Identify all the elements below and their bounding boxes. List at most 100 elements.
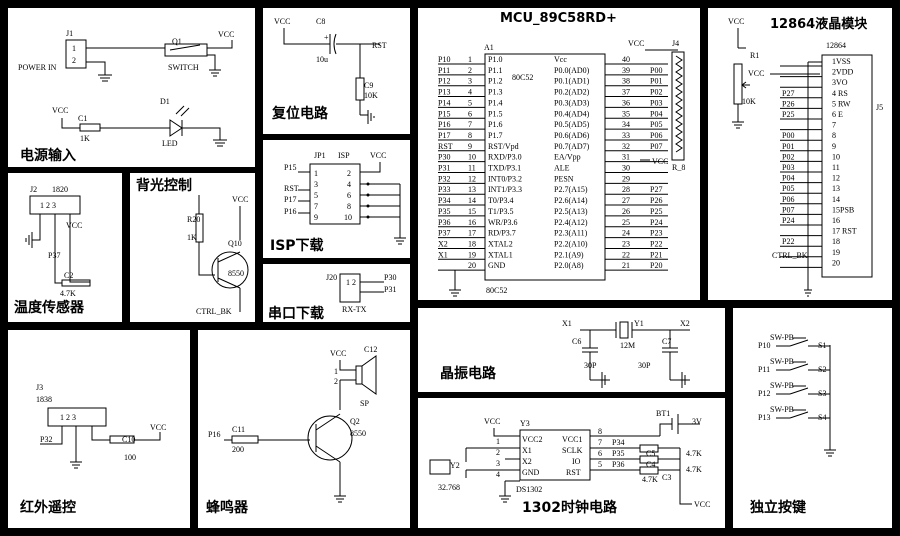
svg-text:J5: J5 <box>876 103 883 112</box>
key-switch-label: SW-PB <box>770 333 794 342</box>
section-title-backlight: 背光控制 <box>136 177 192 194</box>
svg-text:P35: P35 <box>612 449 624 458</box>
mcu-right-num: 22 <box>622 250 630 259</box>
svg-text:P16: P16 <box>284 207 296 216</box>
lcd-net: P04 <box>782 174 794 183</box>
mcu-right-num: 38 <box>622 77 630 86</box>
lcd-pin: 12 <box>832 174 840 183</box>
mcu-left-pin: XTAL1 <box>488 250 513 259</box>
mcu-right-num: 28 <box>622 185 630 194</box>
mcu-right-pin: P2.3(A11) <box>554 229 588 238</box>
svg-text:Y1: Y1 <box>634 319 644 328</box>
lcd-pin: 4 RS <box>832 89 848 98</box>
svg-text:VCC: VCC <box>330 349 346 358</box>
svg-text:6: 6 <box>347 191 351 200</box>
svg-text:100: 100 <box>124 453 136 462</box>
mcu-right-num: 35 <box>622 109 630 118</box>
mcu-left-num: 4 <box>468 88 472 97</box>
mcu-right-num: 34 <box>622 120 630 129</box>
section-title-buzzer: 蜂鸣器 <box>206 499 249 516</box>
svg-text:1K: 1K <box>187 233 197 242</box>
lcd-net: P22 <box>782 237 794 246</box>
mcu-right-pin: P2.5(A13) <box>554 207 588 216</box>
mcu-left-pin: GND <box>488 261 506 270</box>
mcu-left-num: 8 <box>468 131 472 140</box>
mcu-left-num: 12 <box>468 174 476 183</box>
svg-text:SCLK: SCLK <box>562 446 583 455</box>
svg-text:7: 7 <box>598 438 602 447</box>
backlight-control-section: 背光控制 VCC R20 1K Q10 8550 CTRL_BK <box>136 177 249 316</box>
svg-text:2: 2 <box>496 448 500 457</box>
lcd-pin: 7 <box>832 121 836 130</box>
svg-text:VCC: VCC <box>694 500 710 509</box>
mcu-left-num: 1 <box>468 55 472 64</box>
section-title-rtc: 1302时钟电路 <box>522 499 618 516</box>
svg-text:VCC: VCC <box>484 417 500 426</box>
lcd-pin: 9 <box>832 142 836 151</box>
section-title-crystal: 晶振电路 <box>440 365 497 382</box>
svg-text:1: 1 <box>314 169 318 178</box>
svg-text:VCC: VCC <box>370 151 386 160</box>
svg-text:J2: J2 <box>30 185 37 194</box>
mcu-right-num: 24 <box>622 229 630 238</box>
mcu-left-num: 20 <box>468 261 476 270</box>
svg-text:BT1: BT1 <box>656 409 670 418</box>
svg-text:P30: P30 <box>384 273 396 282</box>
mcu-right-net: P06 <box>650 131 662 140</box>
svg-text:IO: IO <box>572 457 581 466</box>
svg-text:RST: RST <box>284 184 299 193</box>
svg-text:4: 4 <box>496 470 500 479</box>
svg-text:JP1: JP1 <box>314 151 326 160</box>
svg-text:4.7K: 4.7K <box>642 475 658 484</box>
mcu-right-num: 29 <box>622 174 630 183</box>
key-switch <box>776 385 830 395</box>
mcu-section: MCU_89C58RD+ A1 80C52 80C52 VCC J4 R_8 V… <box>438 11 685 297</box>
lcd-pin: 1VSS <box>832 57 851 66</box>
section-title-ir: 红外遥控 <box>20 499 76 516</box>
lcd-pin: 11 <box>832 163 840 172</box>
lcd-pin: 19 <box>832 248 840 257</box>
mcu-left-num: 9 <box>468 142 472 151</box>
mcu-left-net: P11 <box>438 66 450 75</box>
lcd-pin: 16 <box>832 216 840 225</box>
svg-text:1 2: 1 2 <box>346 278 356 287</box>
key-net: P12 <box>758 389 770 398</box>
lcd-pin: 3VO <box>832 78 848 87</box>
mcu-left-pin: P1.4 <box>488 98 502 107</box>
lcd-pin: 5 RW <box>832 99 851 108</box>
mcu-right-net: P03 <box>650 98 662 107</box>
svg-text:80C52: 80C52 <box>486 286 507 295</box>
section-title-serial: 串口下载 <box>268 305 324 322</box>
key-switch-label: SW-PB <box>770 381 794 390</box>
svg-text:J3: J3 <box>36 383 43 392</box>
svg-text:P16: P16 <box>208 430 220 439</box>
svg-text:12M: 12M <box>620 341 635 350</box>
svg-text:3: 3 <box>314 180 318 189</box>
svg-text:C9: C9 <box>364 81 373 90</box>
mcu-left-net: P37 <box>438 229 450 238</box>
ir-remote-section: 红外遥控 J3 1838 1 2 3 P32 C10 100 VCC <box>20 383 166 516</box>
svg-text:VCC: VCC <box>748 69 764 78</box>
mcu-right-num: 21 <box>622 261 630 270</box>
svg-text:VCC: VCC <box>728 17 744 26</box>
mcu-right-pin: P2.0(A8) <box>554 261 584 270</box>
mcu-left-net: P13 <box>438 88 450 97</box>
section-title-temperature: 温度传感器 <box>14 299 85 316</box>
mcu-left-num: 18 <box>468 239 476 248</box>
mcu-left-net: P34 <box>438 196 450 205</box>
mcu-left-num: 11 <box>468 164 476 173</box>
svg-text:VCC: VCC <box>218 30 234 39</box>
mcu-left-pin: XTAL2 <box>488 239 513 248</box>
svg-text:X1: X1 <box>562 319 572 328</box>
svg-text:P34: P34 <box>612 438 624 447</box>
mcu-right-net: P01 <box>650 77 662 86</box>
mcu-left-pin: P1.5 <box>488 109 502 118</box>
svg-text:RST: RST <box>566 468 581 477</box>
mcu-right-pin: P0.5(AD5) <box>554 120 590 129</box>
lcd-net: P06 <box>782 195 794 204</box>
mcu-right-num: 37 <box>622 88 630 97</box>
mcu-right-num: 36 <box>622 98 630 107</box>
mcu-left-pin: P1.7 <box>488 131 502 140</box>
